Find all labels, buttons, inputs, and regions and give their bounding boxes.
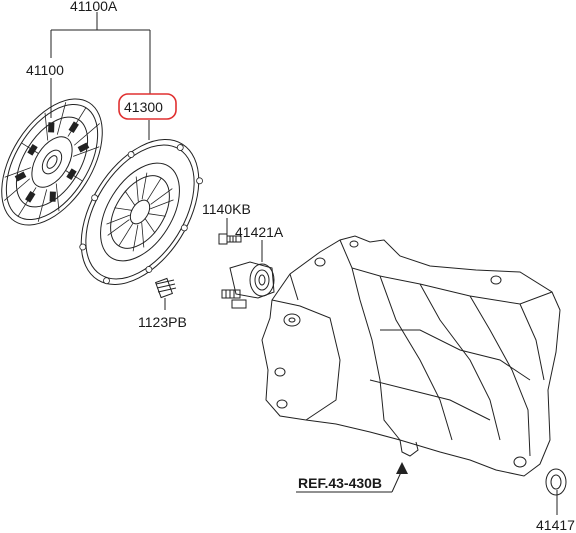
drain-plug-part[interactable] xyxy=(545,468,567,496)
release-bearing-part[interactable] xyxy=(221,261,275,309)
label-41421a[interactable]: 41421A xyxy=(235,224,284,240)
label-41100a[interactable]: 41100A xyxy=(70,0,118,14)
bolt-1140kb-part[interactable] xyxy=(218,233,242,245)
label-1140kb[interactable]: 1140KB xyxy=(202,201,251,217)
bolt-1123pb-part[interactable] xyxy=(154,277,177,299)
label-ref-43-430b[interactable]: REF.43-430B xyxy=(298,475,382,491)
label-41100[interactable]: 41100 xyxy=(26,62,64,78)
clutch-disc-part[interactable] xyxy=(0,81,123,242)
highlight-frame xyxy=(118,93,177,120)
label-1123pb[interactable]: 1123PB xyxy=(138,314,187,330)
leader-lines xyxy=(50,12,558,515)
label-41300[interactable]: 41300 xyxy=(124,99,163,115)
transaxle-housing-part[interactable] xyxy=(261,235,561,477)
label-41417[interactable]: 41417 xyxy=(536,517,575,533)
